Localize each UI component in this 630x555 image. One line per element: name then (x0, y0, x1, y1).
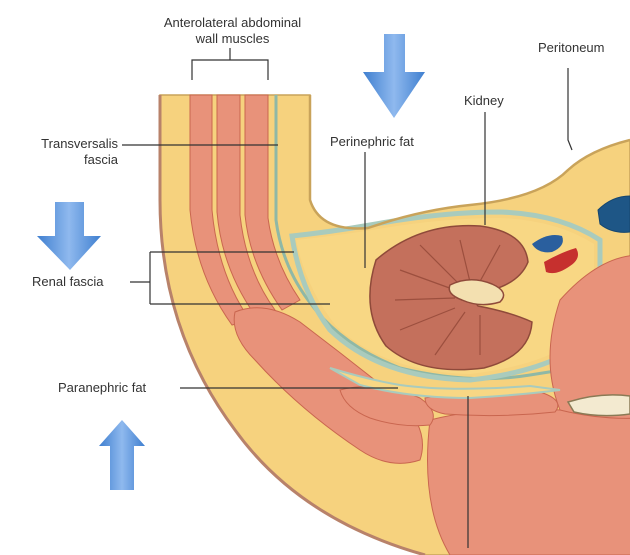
leader-anterolateral (191, 48, 269, 80)
posterior-muscles (233, 254, 630, 555)
leader-renal-fascia (130, 251, 330, 305)
label-transversalis-line2: fascia (84, 152, 118, 167)
muscle-layer-transversus (244, 94, 301, 311)
renal-vein (532, 235, 563, 253)
label-renal-fascia: Renal fascia (32, 274, 104, 289)
label-anterolateral-line1: Anterolateral abdominal (163, 15, 302, 30)
muscle-quadratus (427, 408, 630, 555)
arrow-down-icon (363, 34, 425, 118)
label-perinephric-fat: Perinephric fat (330, 134, 414, 149)
label-kidney: Kidney (464, 93, 504, 108)
paranephric-fat-region (329, 367, 561, 400)
label-anterolateral-muscles: Anterolateral abdominal wall muscles (140, 15, 325, 47)
kidney (369, 224, 533, 371)
leader-peritoneum (567, 68, 573, 151)
label-peritoneum: Peritoneum (538, 40, 605, 55)
label-transversalis-fascia: Transversalis fascia (0, 136, 118, 168)
peritoneum-layer (308, 95, 630, 230)
anterolateral-muscles (189, 94, 301, 326)
label-anterolateral-line2: wall muscles (195, 31, 270, 46)
arrow-down-icon (37, 202, 101, 270)
muscle-lateral (233, 307, 423, 464)
renal-sinus (448, 279, 505, 306)
kidney-pyramids (394, 239, 501, 356)
arrow-up-icon (99, 420, 145, 490)
skin-outline (158, 95, 426, 555)
label-transversalis-line1: Transversalis (41, 136, 118, 151)
peritoneal-vessel (597, 195, 630, 233)
label-paranephric-fat: Paranephric fat (58, 380, 147, 395)
renal-artery (544, 248, 578, 274)
vertebra (566, 394, 630, 417)
leader-lines (122, 48, 573, 548)
